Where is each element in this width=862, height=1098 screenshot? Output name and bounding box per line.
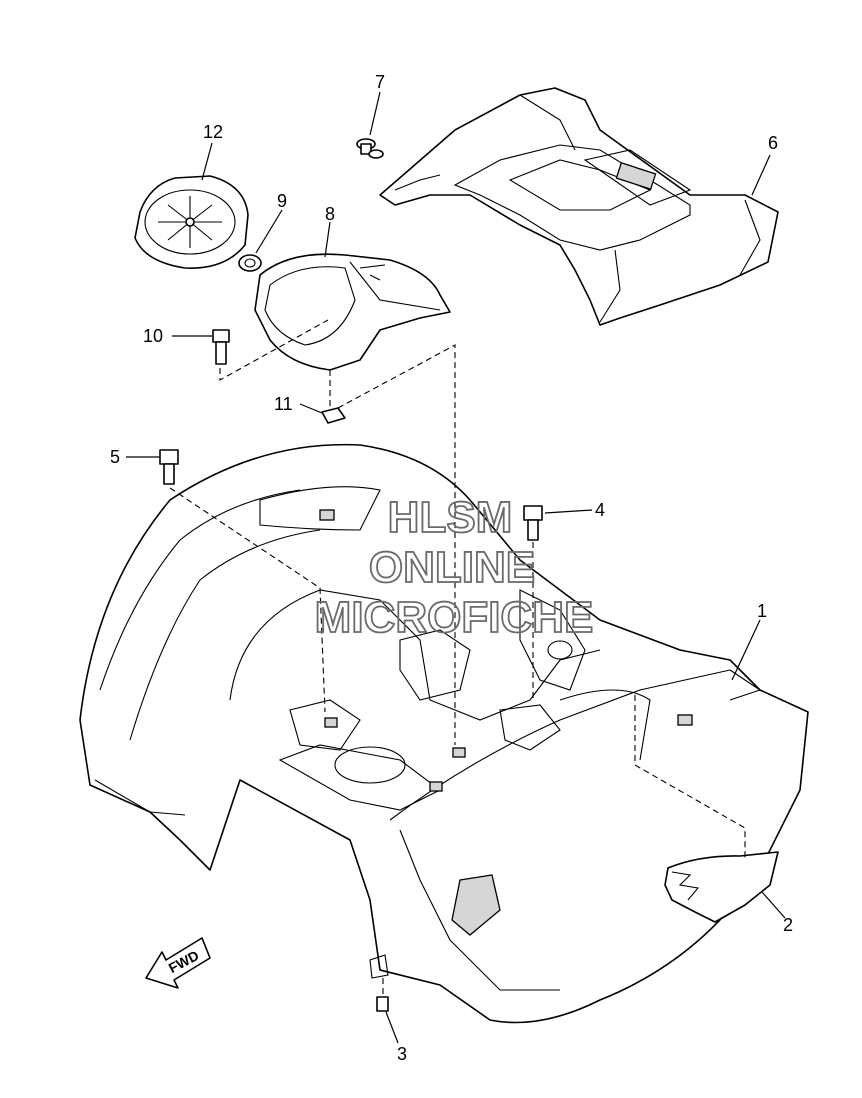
part-11-clip[interactable] — [321, 407, 346, 424]
part-1-rear-fender[interactable] — [79, 443, 809, 1024]
callout-1: 1 — [757, 601, 767, 621]
callout-10: 10 — [143, 326, 163, 346]
watermark-line-3: MICROFICHE — [315, 593, 594, 642]
watermark: HLSM ONLINE MICROFICHE — [314, 492, 594, 643]
watermark-line-1: HLSM — [388, 493, 513, 542]
part-2-decal[interactable] — [664, 851, 779, 923]
callout-leaders — [126, 91, 786, 1044]
callout-4: 4 — [595, 500, 605, 520]
part-4-bolt[interactable] — [523, 505, 543, 541]
part-7-rivet[interactable] — [356, 138, 384, 159]
fwd-arrow-icon: FWD — [145, 937, 211, 989]
callout-12: 12 — [203, 122, 223, 142]
watermark-line-2: ONLINE — [369, 543, 535, 592]
callout-9: 9 — [277, 191, 287, 211]
part-3-clip[interactable] — [376, 996, 389, 1012]
callout-8: 8 — [325, 204, 335, 224]
part-8-duct[interactable] — [254, 253, 451, 371]
callout-numbers: 1 2 3 4 5 6 7 8 9 10 11 12 — [110, 72, 793, 1064]
callout-5: 5 — [110, 447, 120, 467]
part-10-bolt[interactable] — [212, 329, 230, 365]
part-9-grommet[interactable] — [238, 254, 262, 272]
assembly-lines — [169, 319, 746, 995]
callout-3: 3 — [397, 1044, 407, 1064]
part-6-rear-cover[interactable] — [379, 87, 779, 326]
part-12-cap[interactable] — [134, 175, 249, 269]
callout-11: 11 — [274, 394, 293, 414]
callout-7: 7 — [375, 72, 385, 92]
callout-6: 6 — [768, 133, 778, 153]
part-5-bolt[interactable] — [159, 449, 179, 485]
callout-2: 2 — [783, 915, 793, 935]
